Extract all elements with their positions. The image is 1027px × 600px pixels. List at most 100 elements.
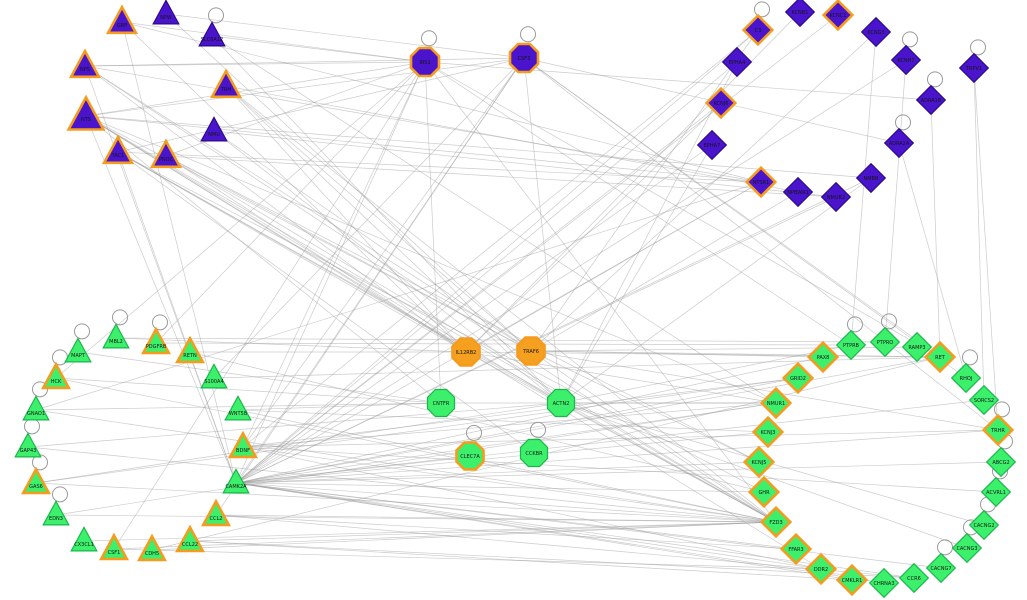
node-WNT5B[interactable] bbox=[224, 395, 252, 421]
self-loops-layer bbox=[24, 1, 1013, 556]
edge-PDGFRB-PTPRB bbox=[155, 342, 852, 346]
node-TRAF6[interactable] bbox=[516, 336, 546, 366]
node-RAMP3[interactable] bbox=[901, 331, 933, 363]
node-TRPV1[interactable] bbox=[958, 52, 990, 84]
node-PDGFRB[interactable] bbox=[141, 326, 171, 355]
node-EDN3[interactable] bbox=[42, 500, 70, 526]
self-loop-PTPRB bbox=[847, 316, 863, 333]
edge-CCL22-CMKLR1 bbox=[189, 540, 853, 581]
node-ADRA1B[interactable] bbox=[915, 84, 947, 116]
edge-NTSR1-IL12RB2 bbox=[465, 181, 762, 353]
node-CSF1[interactable] bbox=[99, 532, 129, 561]
node-ACVRL1[interactable] bbox=[980, 476, 1012, 508]
node-GAP43[interactable] bbox=[14, 432, 42, 458]
node-BDNF[interactable] bbox=[228, 430, 258, 459]
node-CCL2[interactable] bbox=[201, 498, 231, 527]
node-KCNB1[interactable] bbox=[784, 0, 816, 28]
node-IRS1[interactable] bbox=[409, 46, 441, 78]
edge-CSF3-TRHR bbox=[523, 57, 999, 431]
node-DDR2[interactable] bbox=[804, 552, 838, 586]
node-MAPT[interactable] bbox=[64, 337, 92, 363]
node-KCNJ6[interactable] bbox=[704, 86, 738, 120]
node-CACNG7[interactable] bbox=[925, 552, 957, 584]
node-CCKBR[interactable] bbox=[519, 438, 549, 468]
node-CCR6[interactable] bbox=[898, 562, 930, 594]
node-KCNC1[interactable] bbox=[821, 0, 855, 32]
node-RETN[interactable] bbox=[175, 335, 205, 364]
node-CMKLR1[interactable] bbox=[835, 563, 869, 597]
node-ABCG2[interactable] bbox=[985, 446, 1017, 478]
edge-GRP-IL12RB2 bbox=[121, 21, 467, 353]
node-GNAO1[interactable] bbox=[22, 395, 50, 421]
node-CSF3[interactable] bbox=[508, 42, 540, 74]
node-ACTN2[interactable] bbox=[546, 388, 576, 418]
node-S100A4[interactable] bbox=[200, 363, 228, 389]
node-TRH[interactable] bbox=[209, 68, 243, 99]
edge-PNOC-TRAF6 bbox=[165, 155, 532, 352]
node-CCL22[interactable] bbox=[175, 524, 205, 553]
edge-CAMK2A-KCNJ3 bbox=[235, 431, 769, 484]
edge-NPS-IRS1 bbox=[84, 61, 426, 67]
node-NMBR[interactable] bbox=[855, 162, 887, 194]
edge-CCL22-FZD3 bbox=[189, 521, 777, 542]
node-PTPRO[interactable] bbox=[869, 326, 901, 358]
self-loop-SLC6A12 bbox=[208, 7, 224, 24]
node-TAC1[interactable] bbox=[101, 134, 135, 165]
node-KCNJ3[interactable] bbox=[751, 415, 785, 449]
node-TRHR[interactable] bbox=[981, 413, 1015, 447]
node-C3[interactable] bbox=[741, 13, 775, 47]
node-EPHA4[interactable] bbox=[721, 46, 753, 78]
node-GHR[interactable] bbox=[747, 475, 781, 509]
node-CACNG3[interactable] bbox=[951, 532, 983, 564]
node-CHRNA3[interactable] bbox=[868, 567, 900, 599]
edge-KCNH7-CAMK2A bbox=[235, 59, 907, 484]
node-PTPRB[interactable] bbox=[835, 329, 867, 361]
edge-CCKBR-TAC1 bbox=[117, 151, 535, 454]
node-CDH5[interactable] bbox=[137, 533, 167, 562]
self-loop-TRHR bbox=[994, 401, 1010, 418]
node-MBL2[interactable] bbox=[102, 323, 130, 349]
edge-CSF3-S100A4 bbox=[213, 57, 525, 379]
node-GAS6[interactable] bbox=[21, 466, 51, 495]
node-NTSR1[interactable] bbox=[744, 165, 778, 199]
node-NPW[interactable] bbox=[152, 0, 180, 25]
node-KCNJ5[interactable] bbox=[742, 445, 776, 479]
node-NMUR1[interactable] bbox=[759, 386, 793, 420]
node-HCK[interactable] bbox=[41, 361, 71, 390]
edge-IRS1-CSF1 bbox=[113, 61, 426, 550]
node-NTS[interactable] bbox=[66, 94, 106, 131]
node-SLC6A12[interactable] bbox=[198, 21, 226, 47]
node-RHOJ[interactable] bbox=[950, 362, 982, 394]
node-ADRA2A[interactable] bbox=[883, 127, 915, 159]
edge-CACNG3-ACTN2 bbox=[560, 402, 968, 549]
edge-IRS1-RET bbox=[424, 61, 941, 358]
node-FFAR3[interactable] bbox=[779, 532, 813, 566]
node-NPS[interactable] bbox=[68, 48, 102, 79]
node-FZD3[interactable] bbox=[759, 505, 793, 539]
node-CLEC7A[interactable] bbox=[455, 441, 485, 471]
node-KCNG3[interactable] bbox=[860, 16, 892, 48]
node-NMU[interactable] bbox=[200, 116, 228, 142]
node-PAX8[interactable] bbox=[806, 340, 840, 374]
node-IL12RB2[interactable] bbox=[451, 337, 481, 367]
node-GRP[interactable] bbox=[105, 4, 139, 35]
node-EPHA7[interactable] bbox=[696, 129, 728, 161]
edge-GNAO1-NTSR1 bbox=[35, 181, 762, 411]
node-CACNG2[interactable] bbox=[968, 509, 1000, 541]
edge-TRH-TRAF6 bbox=[225, 85, 532, 352]
node-SORCS2[interactable] bbox=[968, 384, 1000, 416]
node-RET[interactable] bbox=[923, 340, 957, 374]
edge-BDNF-NMUR1 bbox=[242, 402, 777, 448]
node-CAMK2A[interactable] bbox=[222, 468, 250, 494]
node-GRID2[interactable] bbox=[781, 361, 815, 395]
node-CX3CL1[interactable] bbox=[70, 526, 98, 552]
node-KCNH7[interactable] bbox=[890, 44, 922, 76]
edge-CX3CL1-FZD3 bbox=[83, 521, 777, 542]
node-NPBWR1[interactable] bbox=[782, 176, 814, 208]
edge-TAC1-CSF3 bbox=[117, 57, 525, 153]
node-PNOC[interactable] bbox=[149, 138, 183, 169]
node-NMUR2[interactable] bbox=[820, 181, 852, 213]
node-CNTFR[interactable] bbox=[426, 388, 456, 418]
